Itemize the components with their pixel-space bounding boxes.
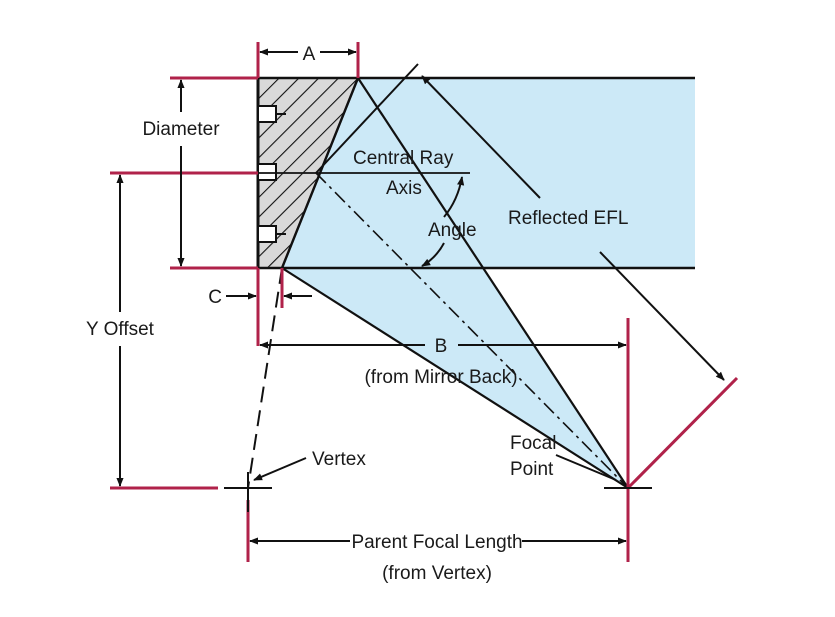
mounting-hole-bottom xyxy=(257,225,286,243)
angle-arc-top xyxy=(443,176,465,218)
label-a: A xyxy=(303,44,316,65)
label-c: C xyxy=(208,287,222,308)
label-parent-focal-length-sub: (from Vertex) xyxy=(382,563,492,584)
reflected-ray-lower xyxy=(281,267,629,489)
label-b-sub: (from Mirror Back) xyxy=(364,367,517,388)
vertex-crosshair xyxy=(224,472,272,512)
converging-beam xyxy=(282,78,628,488)
label-reflected-efl: Reflected EFL xyxy=(508,208,628,229)
incoming-central-ray xyxy=(315,63,419,174)
parent-parabola-curve xyxy=(247,267,283,489)
reference-lines xyxy=(110,42,739,562)
label-b: B xyxy=(435,336,448,357)
label-point: Point xyxy=(510,459,554,480)
light-beam xyxy=(258,78,695,488)
labels: A Diameter Central Ray Axis Angle Reflec… xyxy=(86,44,628,584)
label-diameter: Diameter xyxy=(142,119,220,140)
mounting-hole-middle xyxy=(257,163,277,181)
reflected-ray-upper xyxy=(357,77,629,489)
label-y-offset: Y Offset xyxy=(86,319,155,340)
focal-point-leader xyxy=(555,454,617,481)
vertex-leader xyxy=(253,457,307,481)
label-focal: Focal xyxy=(510,433,556,454)
ref-efl-tick xyxy=(626,376,739,490)
angle-arc-bottom xyxy=(421,242,445,267)
label-vertex: Vertex xyxy=(312,449,366,470)
label-central-ray: Central Ray xyxy=(353,148,454,169)
reflected-efl-arrow-down xyxy=(599,251,725,381)
reflected-central-ray xyxy=(315,172,629,489)
label-parent-focal-length: Parent Focal Length xyxy=(351,532,522,553)
mounting-hole-top xyxy=(257,105,286,123)
label-angle: Angle xyxy=(428,220,477,241)
dimension-arrows xyxy=(116,48,725,545)
reflected-efl-arrow-up xyxy=(421,75,541,199)
label-central-ray-axis: Axis xyxy=(386,178,422,199)
